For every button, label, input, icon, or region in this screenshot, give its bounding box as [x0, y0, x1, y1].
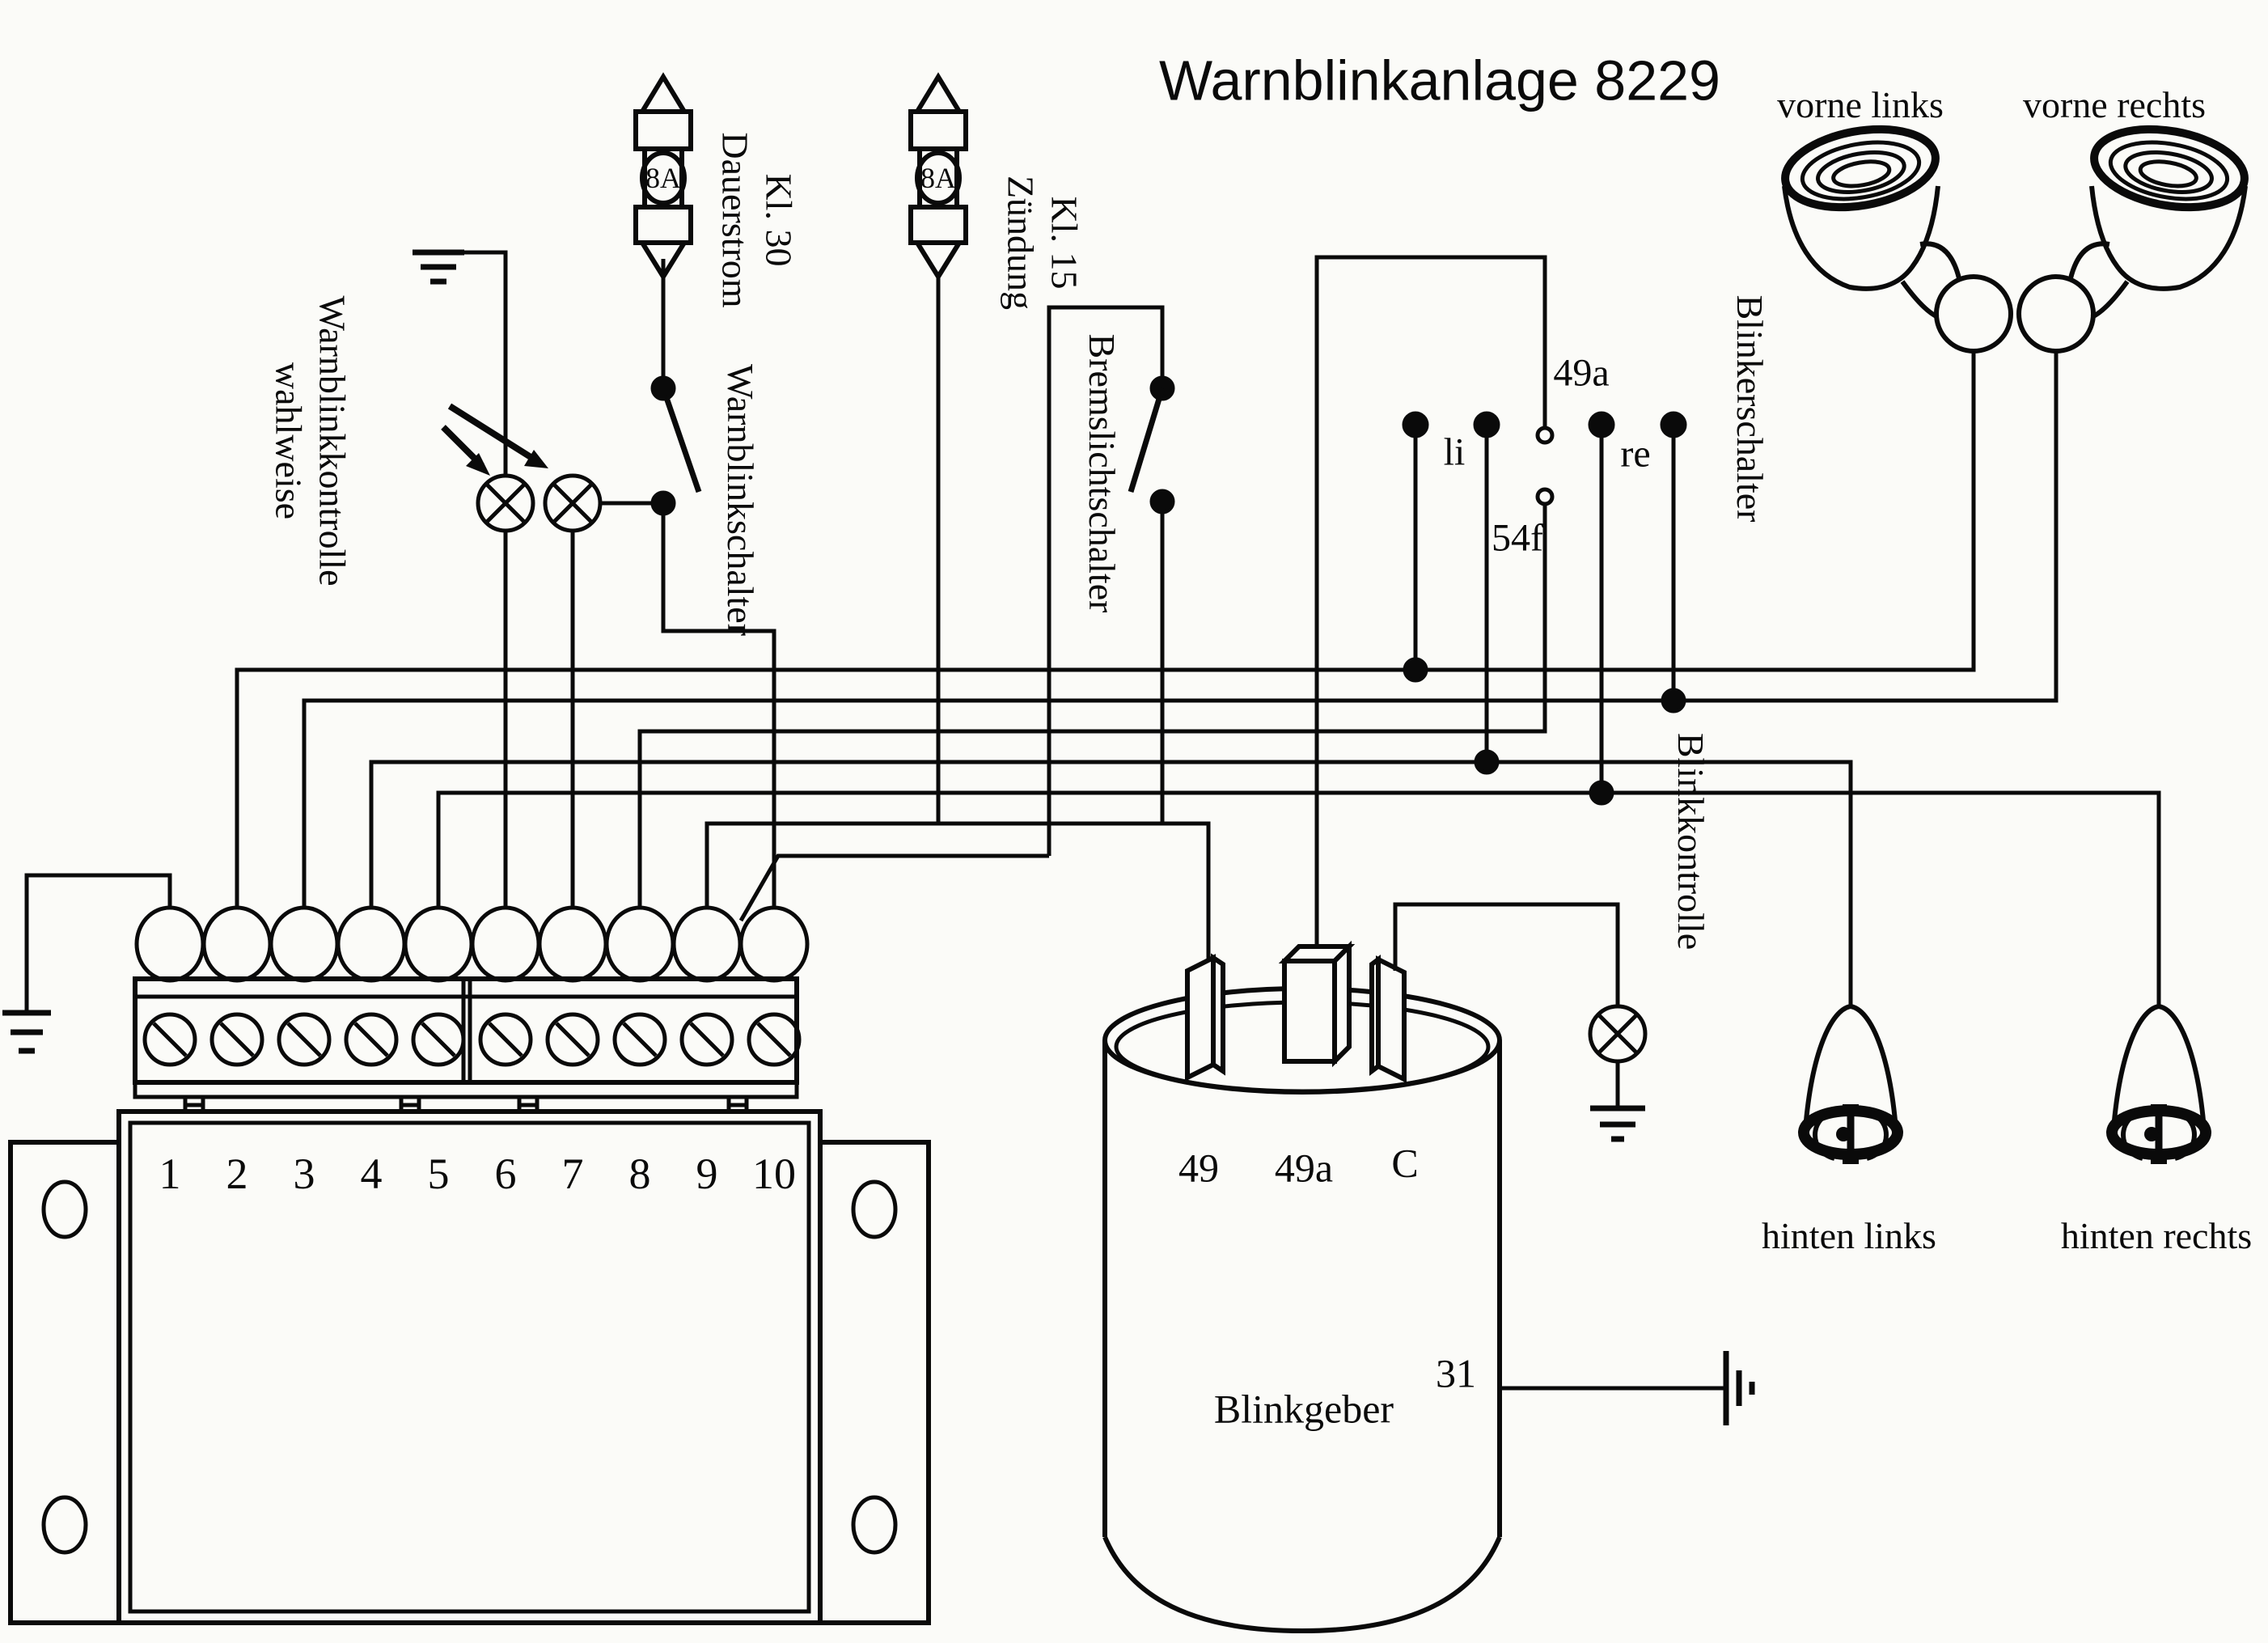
relay-terminal-49-label: 49: [1178, 1145, 1219, 1191]
relay-terminal-c-label: C: [1391, 1140, 1419, 1186]
fuse-30-label-line2: Dauerstrom: [714, 132, 755, 308]
wire-terminal8-54f: [637, 504, 1547, 908]
contact-49a-label: 49a: [1553, 351, 1610, 395]
terminal-number-5: 5: [427, 1150, 450, 1199]
hazard-indicator-label-line2: wahlweise: [268, 362, 309, 520]
wire-terminal2-front-left: [235, 351, 1976, 908]
terminal-number-2: 2: [226, 1150, 248, 1199]
wire-terminal5-rear-right: [436, 790, 2161, 1006]
fuse-30-label: Kl. 30 Dauerstrom: [713, 132, 801, 307]
wire-terminal9-relay49: [705, 821, 1211, 963]
fuse-15-label: Kl. 15 Zündung: [998, 176, 1086, 310]
relay-terminal-31-label: 31: [1436, 1350, 1476, 1396]
wire-terminal3-front-right: [302, 351, 2059, 908]
brake-switch-label: Bremslichtschalter: [1081, 333, 1123, 613]
rear-left-lamp-label: hinten links: [1762, 1214, 1936, 1256]
hazard-switch-label: Warnblinkschalter: [720, 363, 762, 637]
hazard-indicator-lamp-2: [543, 473, 653, 908]
flasher-relay: [1102, 940, 1755, 1634]
hazard-indicator-arrows: [441, 403, 548, 476]
fuse-15-rating: 8A: [920, 161, 956, 194]
relay-name-label: Blinkgeber: [1213, 1386, 1394, 1432]
hazard-indicator-label-line1: Warnblinkkontrolle: [311, 295, 353, 586]
terminal-number-9: 9: [696, 1150, 718, 1199]
hazard-indicator-label: Warnblinkkontrolle wahlweise: [266, 295, 354, 586]
device-box: [8, 1109, 931, 1625]
rear-left-lamp: [1798, 1003, 1903, 1164]
front-left-lamp-label: vorne links: [1777, 83, 1944, 125]
fuse-30-rating: 8A: [645, 161, 681, 194]
front-right-lamp-label: vorne rechts: [2022, 83, 2207, 125]
front-left-lamp: [1781, 125, 2013, 354]
terminal-number-3: 3: [293, 1150, 315, 1199]
fuse-30-label-line1: Kl. 30: [758, 173, 800, 267]
terminal-number-4: 4: [360, 1150, 383, 1199]
terminal-block: [133, 905, 810, 1116]
contact-li-label: li: [1443, 430, 1466, 474]
contact-54f-label: 54f: [1492, 516, 1543, 560]
brake-light-switch: [1047, 305, 1175, 856]
ground-symbol-top-left: [413, 249, 508, 476]
wire-terminal4-rear-left: [369, 760, 1853, 1006]
relay-terminal-49a-label: 49a: [1274, 1145, 1334, 1191]
turn-switch-label: Blinkerschalter: [1729, 294, 1771, 523]
front-right-lamp: [2016, 125, 2249, 354]
rear-right-lamp: [2106, 1003, 2211, 1164]
turn-switch-contacts: [1314, 255, 1687, 946]
terminal-wire-loops: [134, 905, 810, 983]
terminal-number-10: 10: [752, 1150, 796, 1199]
page-title: Warnblinkanlage 8229: [1159, 49, 1720, 112]
fuse-15-label-line2: Zündung: [1000, 175, 1041, 311]
terminal-number-6: 6: [494, 1150, 517, 1199]
wire-terminal10-diagonal-brake: [738, 853, 1049, 922]
fuse-15-label-line1: Kl. 15: [1043, 196, 1085, 290]
flasher-indicator-lamp: [1393, 902, 1648, 1142]
wire-ground-terminal1: [2, 873, 172, 1054]
terminal-number-7: 7: [561, 1150, 584, 1199]
contact-re-label: re: [1620, 432, 1651, 476]
terminal-screws: [142, 1012, 802, 1067]
fuse-30: [633, 72, 693, 388]
fuse-15: [908, 72, 968, 824]
hazard-indicator-lamp-1: [476, 473, 535, 908]
flasher-indicator-label: Blinkkontrolle: [1670, 732, 1712, 951]
terminal-number-1: 1: [159, 1150, 181, 1199]
terminal-number-8: 8: [628, 1150, 651, 1199]
rear-right-lamp-label: hinten rechts: [2060, 1214, 2253, 1256]
